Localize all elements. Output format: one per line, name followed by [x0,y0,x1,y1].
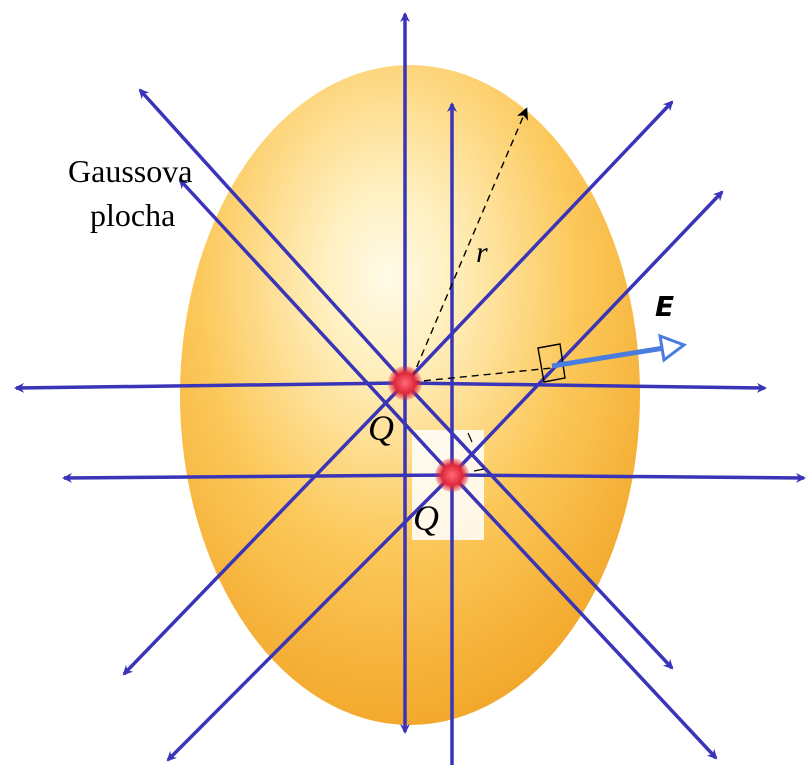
tick-mark [473,468,485,472]
field-line [166,473,454,762]
field-line [450,190,724,477]
field-lines-charge-2 [62,102,806,765]
field-label: E [655,290,674,323]
field-lines-charge-1 [14,12,767,734]
surface-label-line2: plocha [90,197,175,233]
tick-mark [467,432,473,443]
field-line [62,472,453,483]
field-line [403,100,674,385]
surface-label-line1: Gaussova [68,153,192,189]
field-vector-arrow-icon [551,333,688,369]
charge-icon [435,458,469,492]
radius-label: r [476,236,488,269]
field-line [450,473,718,760]
field-line [138,88,407,385]
charge-2-label: Q [413,498,439,538]
field-line [451,472,806,483]
charge-icon [388,366,422,400]
field-line [404,381,767,393]
field-line [122,381,407,676]
radius-arrow-icon [411,107,528,379]
field-line [178,178,454,477]
field-line [403,381,674,670]
charge-1-label: Q [368,408,394,448]
field-line [14,381,406,393]
surface-element-icon [537,343,566,383]
